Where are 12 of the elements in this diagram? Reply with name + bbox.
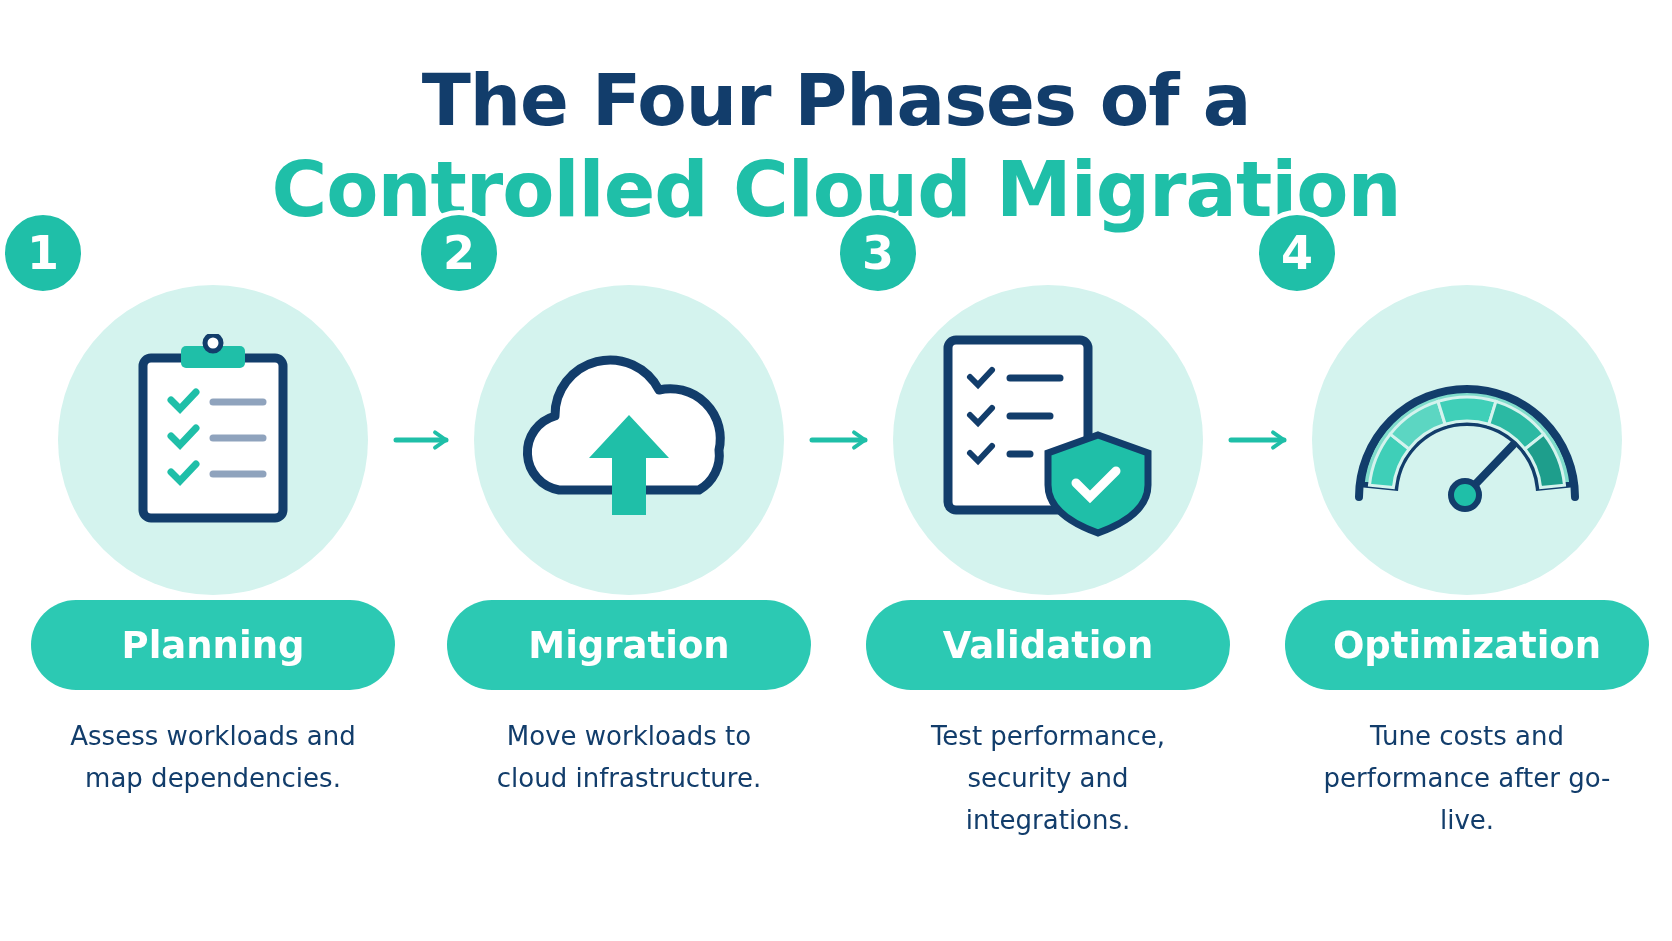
title: The Four Phases of a [420,58,1252,142]
phase-label: Migration [447,600,811,690]
phase-description: Assess workloads and map dependencies. [69,720,357,795]
phase-description: Test performance, security and integrations. [929,720,1167,837]
phase-label: Planning [31,600,395,690]
phase-description: Tune costs and performance after go-live. [1322,720,1612,837]
arrow [1228,430,1287,450]
phase-label: Validation [866,600,1230,690]
arrow [393,430,449,450]
arrow [809,430,868,450]
phase-label: Optimization [1285,600,1649,690]
phase-description: Move workloads to cloud infrastructure. [495,720,763,795]
